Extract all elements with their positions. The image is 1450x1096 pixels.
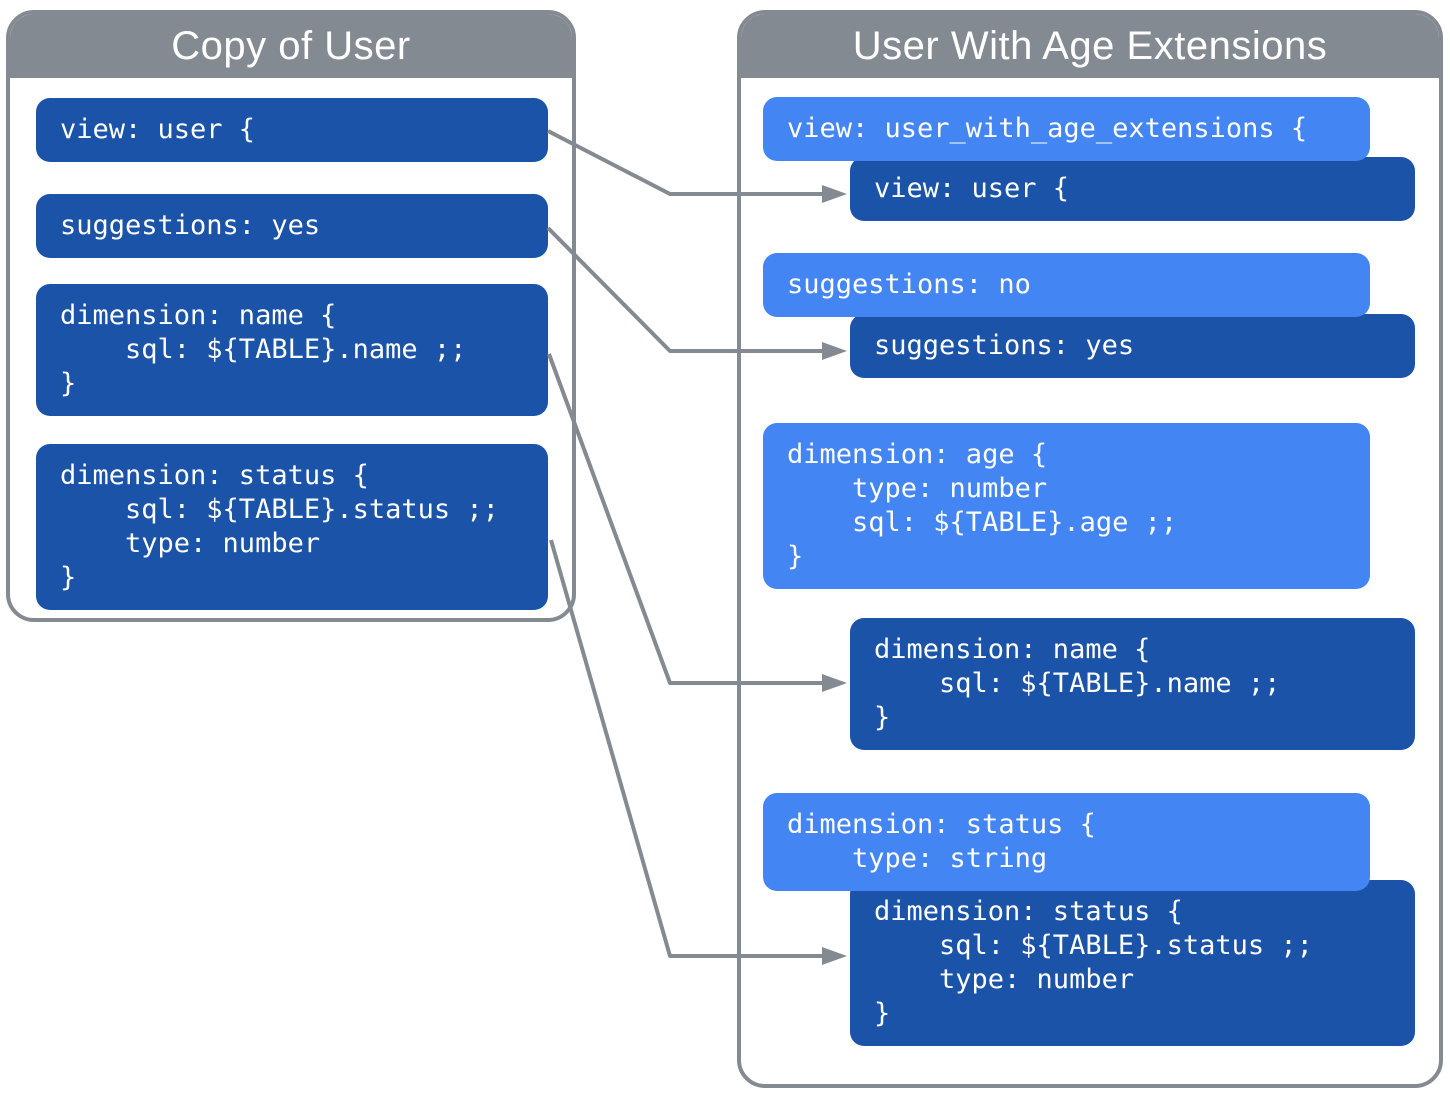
code-line: sql: ${TABLE}.age ;;	[787, 507, 1178, 538]
panel-header: User With Age Extensions	[741, 14, 1439, 78]
code-block-dimension-status-inherited: dimension: status { sql: ${TABLE}.status…	[850, 880, 1415, 1046]
code-block-view-user-inherited: view: user {	[850, 157, 1415, 221]
code-block-dimension-status-override: dimension: status { type: string	[763, 793, 1370, 891]
code-block-suggestions-yes-copy: suggestions: yes	[36, 194, 548, 258]
code-block-dimension-name-inherited: dimension: name { sql: ${TABLE}.name ;; …	[850, 618, 1415, 750]
panel-title: Copy of User	[171, 23, 411, 68]
code-block-dimension-name-copy: dimension: name { sql: ${TABLE}.name ;; …	[36, 284, 548, 416]
code-line: }	[874, 998, 891, 1029]
code-line: type: number	[60, 528, 321, 559]
code-line: suggestions: yes	[60, 210, 321, 241]
code-line: }	[60, 562, 77, 593]
code-block-suggestions-yes-inherited: suggestions: yes	[850, 314, 1415, 378]
code-line: sql: ${TABLE}.status ;;	[874, 930, 1313, 961]
code-line: view: user_with_age_extensions {	[787, 113, 1308, 144]
code-line: dimension: status {	[60, 460, 369, 491]
code-line: dimension: name {	[60, 300, 337, 331]
code-block-dimension-age-new: dimension: age { type: number sql: ${TAB…	[763, 423, 1370, 589]
code-line: sql: ${TABLE}.name ;;	[60, 334, 467, 365]
code-line: dimension: status {	[874, 896, 1183, 927]
code-line: suggestions: yes	[874, 330, 1135, 361]
code-line: suggestions: no	[787, 269, 1031, 300]
code-line: view: user {	[60, 114, 256, 145]
code-line: type: number	[874, 964, 1135, 995]
code-line: }	[60, 368, 77, 399]
code-line: }	[787, 541, 804, 572]
code-block-suggestions-no-override: suggestions: no	[763, 253, 1370, 317]
code-line: dimension: status {	[787, 809, 1096, 840]
panel-title: User With Age Extensions	[852, 23, 1328, 68]
code-block-dimension-status-copy: dimension: status { sql: ${TABLE}.status…	[36, 444, 548, 610]
code-line: sql: ${TABLE}.status ;;	[60, 494, 499, 525]
code-line: dimension: age {	[787, 439, 1048, 470]
panel-header: Copy of User	[10, 14, 572, 78]
code-block-view-user-copy: view: user {	[36, 98, 548, 162]
code-line: sql: ${TABLE}.name ;;	[874, 668, 1281, 699]
code-line: type: number	[787, 473, 1048, 504]
code-line: }	[874, 702, 891, 733]
code-line: dimension: name {	[874, 634, 1151, 665]
code-line: view: user {	[874, 173, 1070, 204]
code-line: type: string	[787, 843, 1048, 874]
code-block-view-extended: view: user_with_age_extensions {	[763, 97, 1370, 161]
